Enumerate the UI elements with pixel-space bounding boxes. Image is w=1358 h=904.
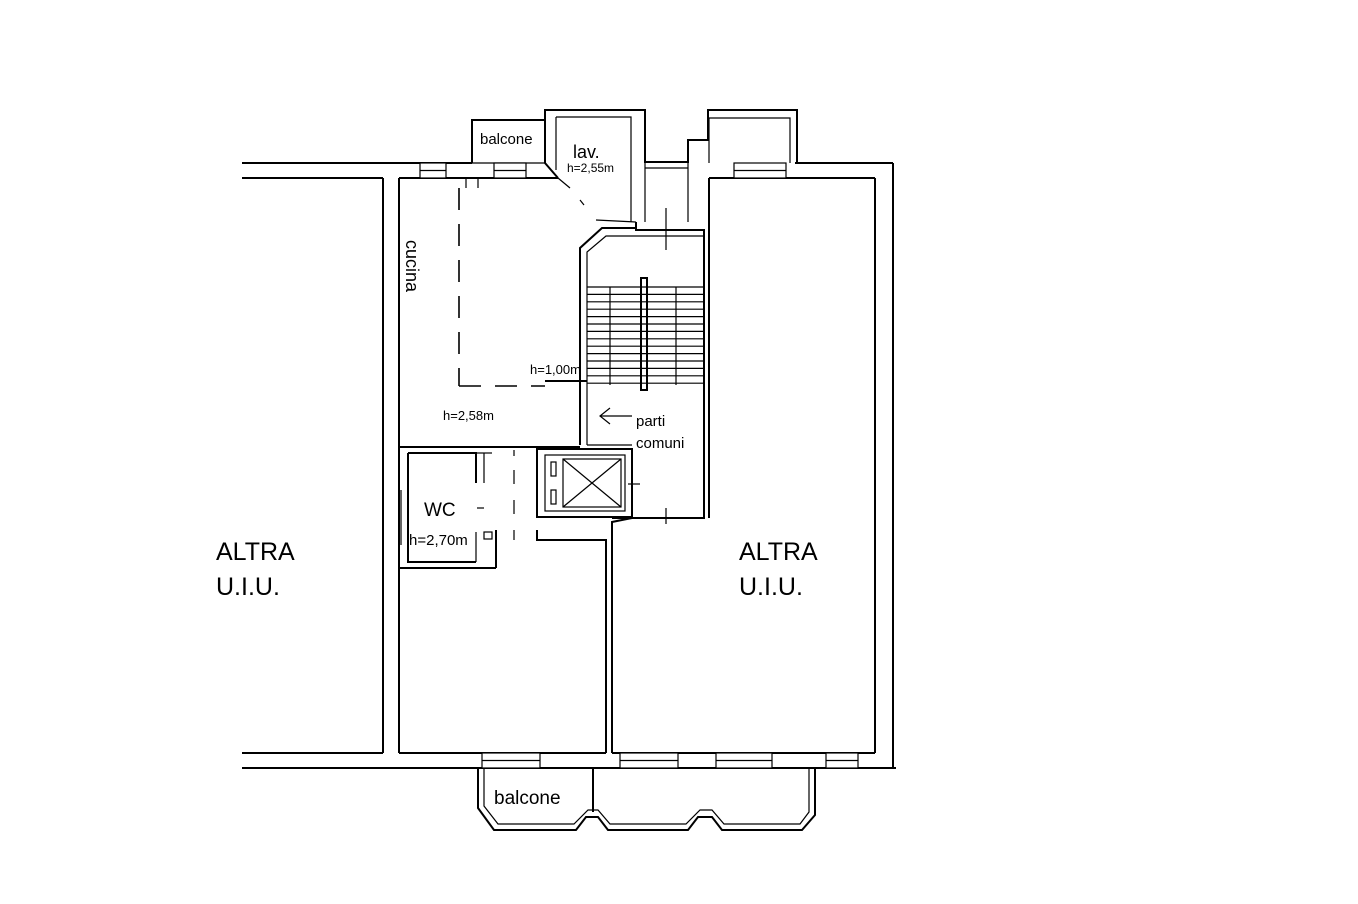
arrow-left-icon	[599, 407, 632, 425]
kitchen-height-label: h=2,58m	[443, 408, 494, 423]
laundry-height-label: h=2,55m	[567, 161, 614, 175]
wc-height-label: h=2,70m	[409, 532, 468, 549]
wc-label: WC	[424, 500, 456, 521]
kitchen-label: cucina	[402, 240, 422, 293]
laundry-room	[544, 116, 646, 223]
stair-height-label: h=1,00m	[530, 362, 581, 377]
windows	[419, 162, 859, 769]
interior-walls	[536, 517, 633, 753]
kitchen	[399, 178, 587, 448]
wc-room	[399, 450, 515, 569]
left-unit-label-line2: U.I.U.	[216, 573, 280, 601]
laundry-label: lav.	[573, 142, 600, 162]
bottom-balconies	[477, 768, 816, 831]
top-balcony-label: balcone	[480, 131, 533, 148]
elevator-icon	[536, 448, 667, 524]
common-areas-label-line1: parti	[636, 413, 665, 430]
right-unit-label-line2: U.I.U.	[739, 573, 803, 601]
right-unit-label-line1: ALTRA	[739, 538, 818, 566]
left-unit-label-line1: ALTRA	[216, 538, 295, 566]
bottom-balcony-label: balcone	[494, 788, 561, 809]
stair-treads	[587, 286, 704, 385]
stairwell	[579, 162, 710, 519]
common-areas-label-line2: comuni	[636, 435, 684, 452]
exterior-walls	[242, 162, 896, 769]
